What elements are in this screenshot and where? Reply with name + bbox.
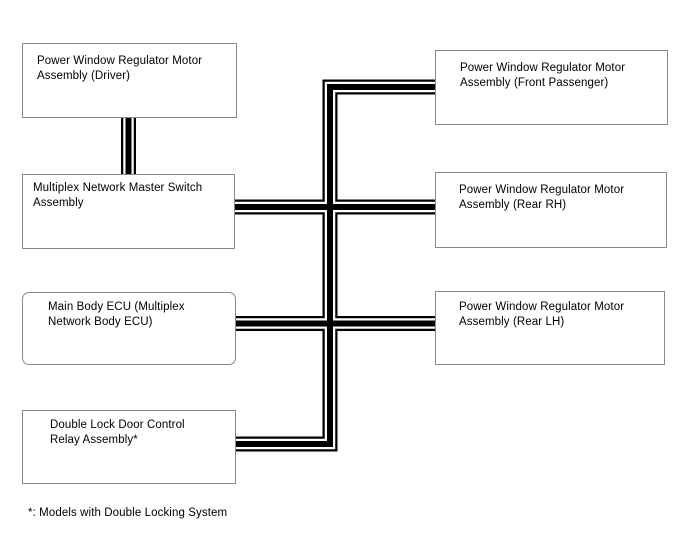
node-label-line: Assembly (Rear RH) [459,199,567,211]
node-box-power-window-motor-driver: Power Window Regulator Motor Assembly (D… [22,43,237,118]
node-label-line: Multiplex Network Master Switch [33,182,203,194]
node-box-main-body-ecu: Main Body ECU (Multiplex Network Body EC… [22,292,236,365]
node-label-line: Assembly (Driver) [37,70,131,82]
bus-outer-pass [129,87,437,444]
node-label-line: Main Body ECU (Multiplex [48,301,185,313]
node-label-line: Power Window Regulator Motor [37,55,203,67]
node-label-line: Assembly [33,197,84,209]
node-box-power-window-motor-rear-rh: Power Window Regulator Motor Assembly (R… [435,172,667,248]
node-box-multiplex-network-master-switch: Multiplex Network Master Switch Assembly [22,174,235,249]
footnote: *: Models with Double Locking System [28,507,228,519]
node-label-line: Assembly (Rear LH) [459,316,565,328]
node-label-line: Power Window Regulator Motor [459,301,625,313]
connector-trunk-frontpassenger-to-doublelock [235,87,436,444]
node-label-line: Network Body ECU) [48,316,153,328]
node-box-double-lock-door-control-relay: Double Lock Door Control Relay Assembly* [22,410,236,484]
bus-core-pass [129,87,437,444]
node-box-power-window-motor-front-passenger: Power Window Regulator Motor Assembly (F… [435,50,668,125]
bus-white-pass [129,87,437,444]
node-label-line: Assembly (Front Passenger) [460,77,609,89]
node-label-line: Power Window Regulator Motor [459,184,625,196]
node-box-power-window-motor-rear-lh: Power Window Regulator Motor Assembly (R… [435,291,665,365]
node-label-line: Relay Assembly* [50,434,138,446]
node-label-line: Double Lock Door Control [50,419,185,431]
node-label-line: Power Window Regulator Motor [460,62,626,74]
